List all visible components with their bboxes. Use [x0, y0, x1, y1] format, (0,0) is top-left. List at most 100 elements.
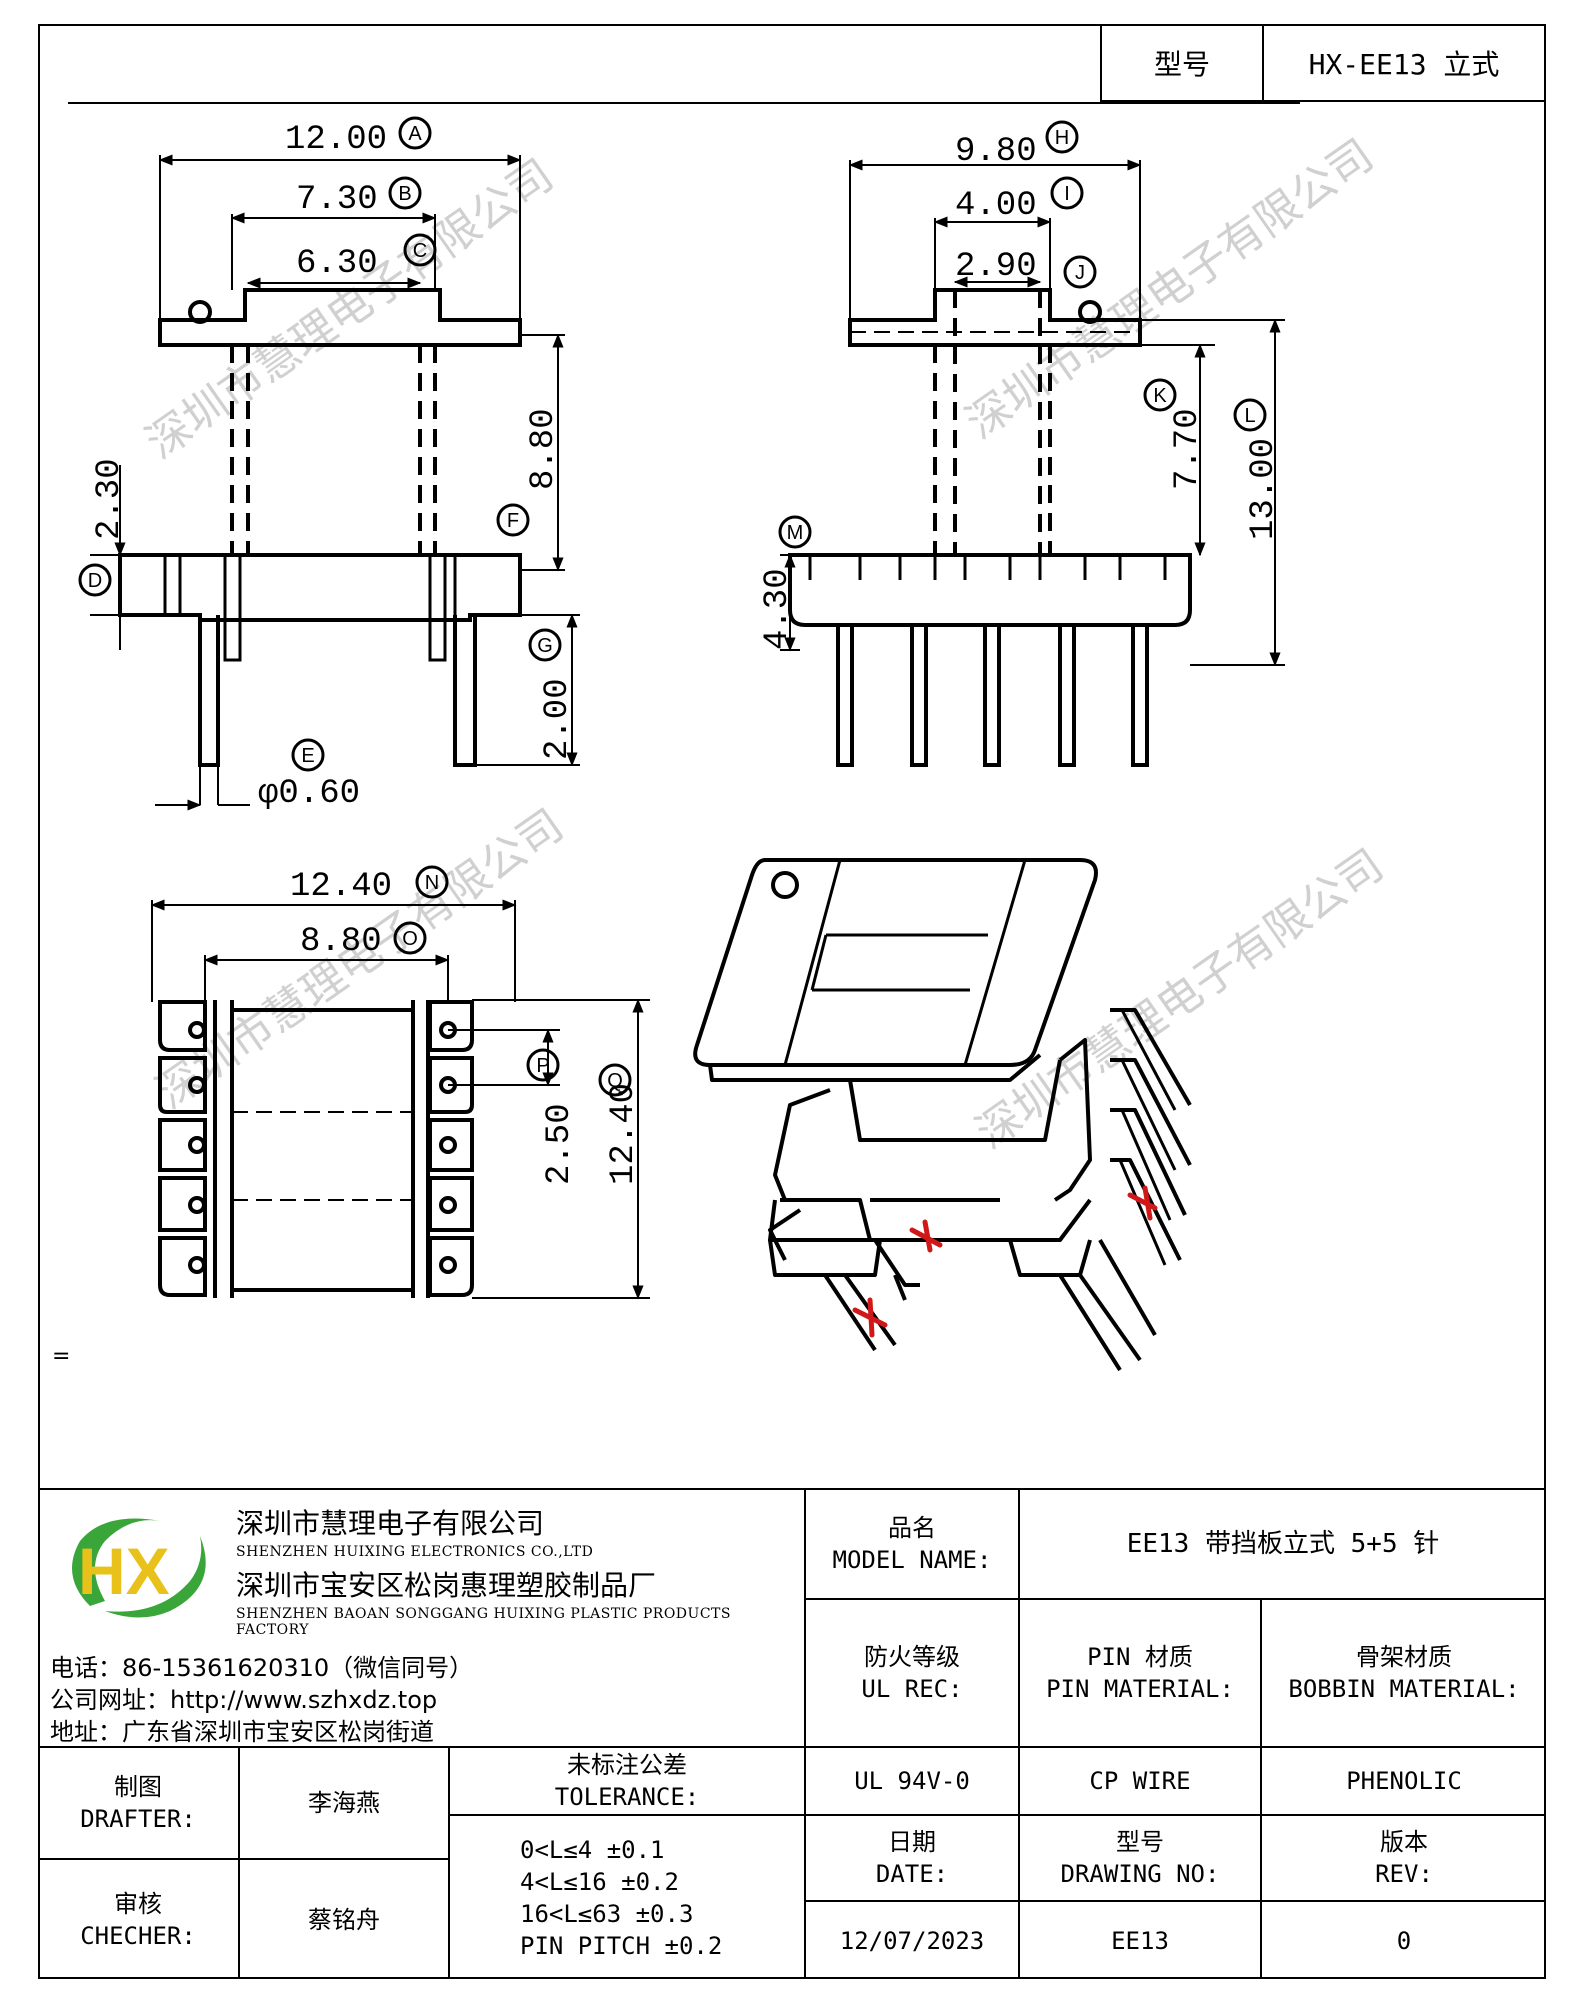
callout-K: K — [1153, 385, 1167, 407]
tolerance-line-1: 0<L≤4 ±0.1 — [520, 1835, 665, 1864]
drafter-cn: 制图 — [114, 1773, 162, 1801]
tolerance-cn: 未标注公差 — [567, 1751, 687, 1779]
tb-vline-2 — [1018, 1488, 1020, 1979]
callout-C: C — [413, 240, 427, 262]
drawing-no-en: DRAWING NO: — [1060, 1860, 1220, 1888]
dim-D-value: 2.30 — [91, 458, 129, 540]
side-view — [788, 288, 1192, 767]
bottom-dimensions — [150, 899, 650, 1300]
callout-A: A — [408, 123, 422, 145]
red-x-marks — [852, 1185, 1158, 1338]
rev-value: 0 — [1396, 1926, 1412, 1955]
drafter-label: 制图 DRAFTER: — [38, 1748, 238, 1858]
dim-N-value: 12.40 — [290, 868, 392, 906]
dim-K-value: 7.70 — [1169, 408, 1207, 490]
callout-D: D — [88, 570, 102, 592]
tb-vline-3 — [1260, 1598, 1262, 1979]
callout-N: N — [425, 872, 439, 894]
pin-material-value: CP WIRE — [1089, 1767, 1191, 1795]
tolerance-line-4: PIN PITCH ±0.2 — [520, 1931, 723, 1960]
dim-C-value: 6.30 — [296, 245, 378, 283]
title-block: HX 深圳市慧理电子有限公司 SHENZHEN HUIXING ELECTRON… — [38, 1488, 1546, 1979]
callout-P: P — [536, 1055, 549, 1077]
dim-P-value: 2.50 — [541, 1103, 579, 1185]
callout-G: G — [537, 635, 553, 657]
dim-Q-value: 12.40 — [605, 1083, 643, 1185]
bobbin-material-cn: 骨架材质 — [1356, 1643, 1452, 1671]
drawing-no-label: 型号 DRAWING NO: — [1020, 1816, 1260, 1900]
dim-G-value: 2.00 — [539, 678, 577, 760]
callout-F: F — [507, 510, 519, 532]
company-info: HX 深圳市慧理电子有限公司 SHENZHEN HUIXING ELECTRON… — [38, 1488, 804, 1746]
stray-mark: = — [52, 1344, 71, 1369]
company-website: 公司网址：http://www.szhxdz.top — [50, 1686, 438, 1714]
tb-hline-1 — [804, 1598, 1546, 1600]
isometric-view — [693, 858, 1192, 1372]
dim-B-value: 7.30 — [296, 181, 378, 219]
date-value: 12/07/2023 — [839, 1926, 985, 1955]
front-view — [118, 288, 522, 805]
ul-rec-cn: 防火等级 — [864, 1643, 960, 1671]
dim-F-value: 8.80 — [525, 408, 563, 490]
bobbin-material-en: BOBBIN MATERIAL: — [1288, 1675, 1520, 1703]
tolerance-line-2: 4<L≤16 ±0.2 — [520, 1867, 679, 1896]
pin-material-cn: PIN 材质 — [1087, 1643, 1193, 1671]
rev-label: 版本 REV: — [1262, 1816, 1546, 1900]
callout-L: L — [1244, 405, 1255, 427]
factory-name-cn: 深圳市宝安区松岗惠理塑胶制品厂 — [236, 1569, 657, 1602]
pin-material-label: PIN 材质 PIN MATERIAL: — [1020, 1600, 1260, 1746]
tb-hline-4 — [38, 1858, 448, 1860]
tolerance-label: 未标注公差 TOLERANCE: — [450, 1748, 804, 1814]
technical-drawing: 深圳市慧理电子有限公司 深圳市慧理电子有限公司 深圳市慧理电子有限公司 深圳市慧… — [78, 116, 1393, 1372]
callout-J: J — [1075, 262, 1085, 284]
callout-E: E — [301, 745, 314, 767]
logo-letters: HX — [78, 1534, 170, 1608]
company-name-en: SHENZHEN HUIXING ELECTRONICS CO.,LTD — [236, 1544, 594, 1560]
tolerance-line-3: 16<L≤63 ±0.3 — [520, 1899, 694, 1928]
company-phone: 电话：86-15361620310（微信同号） — [50, 1654, 474, 1682]
dim-A-value: 12.00 — [285, 121, 387, 159]
drafter-name: 李海燕 — [308, 1789, 380, 1817]
model-name-en: MODEL NAME: — [832, 1546, 992, 1574]
dim-M-value: 4.30 — [759, 568, 797, 650]
model-name-value: EE13 带挡板立式 5+5 针 — [1126, 1529, 1440, 1559]
side-dimensions — [780, 159, 1285, 667]
dim-H-value: 9.80 — [955, 133, 1037, 171]
date-cn: 日期 — [888, 1828, 936, 1856]
callout-I: I — [1064, 183, 1070, 205]
company-address: 地址：广东省深圳市宝安区松岗街道 — [50, 1718, 434, 1746]
pin-material-en: PIN MATERIAL: — [1046, 1675, 1234, 1703]
callout-H: H — [1055, 127, 1069, 149]
drawing-frame — [38, 24, 1546, 1979]
tolerance-en: TOLERANCE: — [554, 1783, 700, 1811]
model-value: HX-EE13 立式 — [1308, 48, 1500, 81]
rev-cn: 版本 — [1380, 1828, 1428, 1856]
dim-L-value: 13.00 — [1245, 438, 1283, 540]
bobbin-material-label: 骨架材质 BOBBIN MATERIAL: — [1262, 1600, 1546, 1746]
tb-hline-5 — [804, 1900, 1546, 1902]
callout-B: B — [398, 183, 411, 205]
tb-top-line — [38, 1488, 1546, 1490]
header-rule — [68, 102, 1300, 104]
dim-O-value: 8.80 — [300, 923, 382, 961]
watermark-4: 深圳市慧理电子有限公司 — [967, 840, 1393, 1159]
tb-vline-5 — [448, 1746, 450, 1979]
callout-Q: Q — [607, 1070, 623, 1092]
dim-E-value: φ0.60 — [258, 775, 360, 813]
callout-M: M — [787, 522, 804, 544]
company-logo: HX — [72, 1518, 206, 1618]
model-name-label: 品名 MODEL NAME: — [806, 1490, 1018, 1598]
model-box: 型号 HX-EE13 立式 — [1100, 24, 1546, 102]
checker-label: 审核 CHECHER: — [38, 1860, 238, 1979]
ul-rec-en: UL REC: — [861, 1675, 963, 1703]
dim-I-value: 4.00 — [955, 187, 1037, 225]
tb-hline-3 — [448, 1814, 1546, 1816]
checker-cn: 审核 — [114, 1889, 162, 1918]
tb-vline-4 — [238, 1746, 240, 1979]
date-en: DATE: — [875, 1860, 949, 1888]
tb-vline-main — [804, 1488, 806, 1979]
dim-J-value: 2.90 — [955, 248, 1037, 286]
date-label: 日期 DATE: — [806, 1816, 1018, 1900]
bobbin-material-value: PHENOLIC — [1346, 1767, 1462, 1795]
rev-en: REV: — [1375, 1860, 1433, 1888]
